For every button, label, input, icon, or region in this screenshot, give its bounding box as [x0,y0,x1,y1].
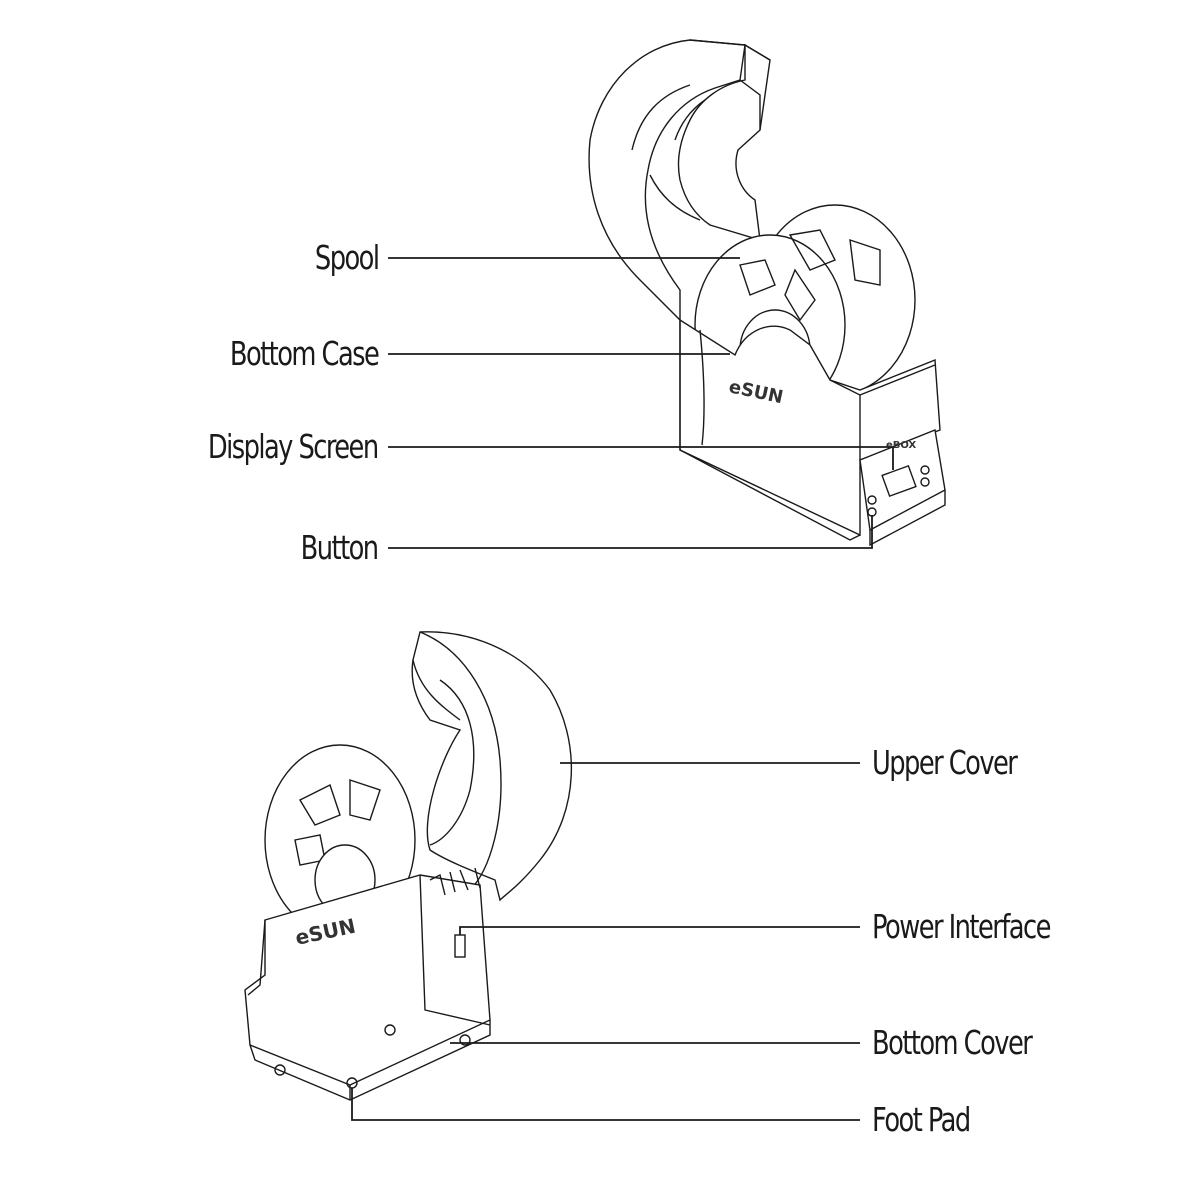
leader-power-interface [459,926,860,935]
label-display-screen: Display Screen [208,427,379,466]
top-device-illustration: eSUN eBOX [388,39,946,549]
leader-display-screen [388,446,894,470]
button-right-top [920,465,930,475]
label-bottom-case: Bottom Case [229,334,380,373]
screw-hole-2 [459,1034,471,1046]
label-foot-pad: Foot Pad [872,1100,971,1139]
bottom-case-body: eSUN [244,867,491,1101]
label-upper-cover: Upper Cover [872,743,1018,782]
bottom-upper-cover [411,631,572,902]
label-spool: Spool [314,238,379,277]
top-control-panel: eBOX [859,429,946,547]
leader-button [388,515,873,549]
bottom-device-illustration: eSUN [244,631,860,1121]
label-power-interface: Power Interface [872,907,1051,946]
leader-foot-pad [351,1088,860,1121]
screw-hole-1 [384,1024,396,1036]
top-upper-cover [588,39,771,322]
screw-hole-3 [274,1064,286,1076]
label-bottom-cover: Bottom Cover [872,1023,1033,1062]
display-logo: eBOX [886,440,917,451]
label-button: Button [301,528,379,567]
button-left-top [867,495,877,505]
button-right-bottom [920,477,930,487]
display-screen [881,464,917,498]
